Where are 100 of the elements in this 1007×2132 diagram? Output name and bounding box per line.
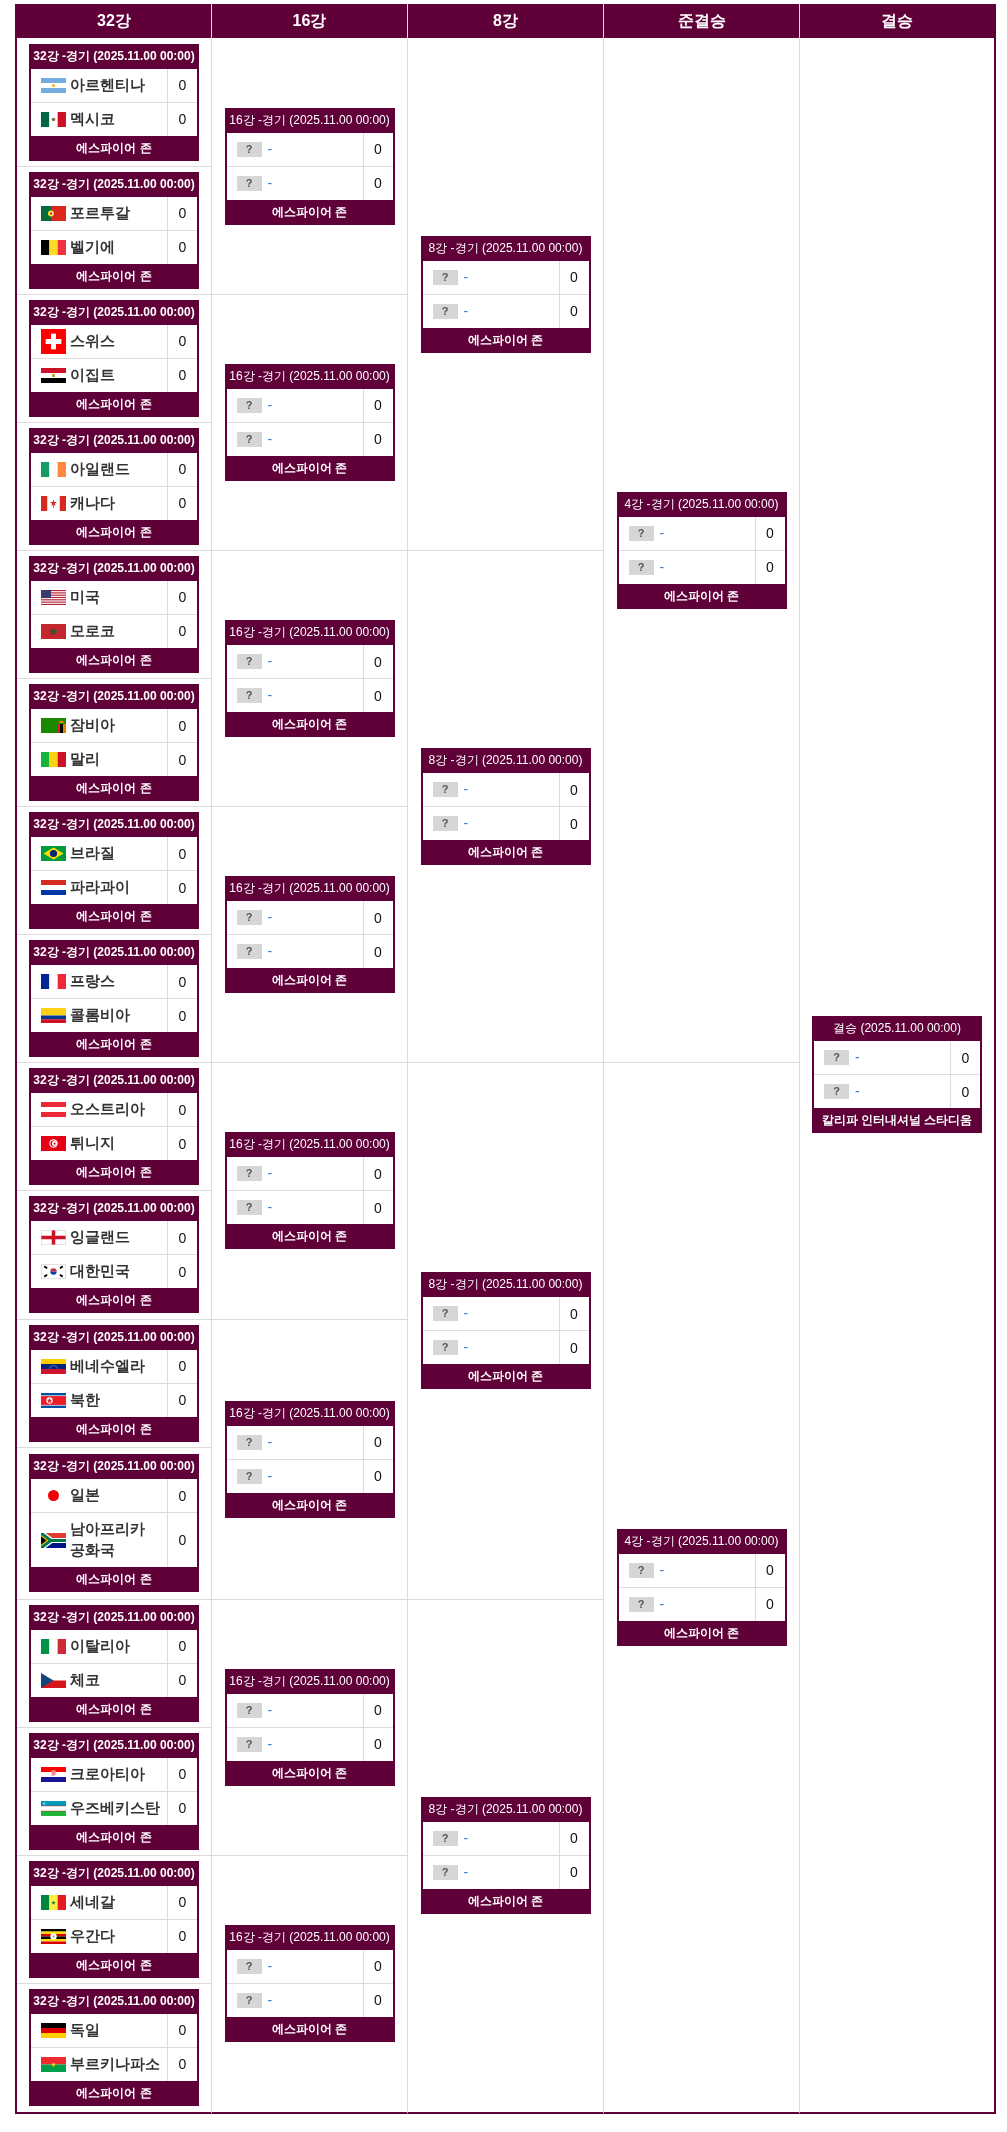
team-name: 모로코 bbox=[70, 621, 115, 641]
venue-name: 에스파이어 존 bbox=[663, 588, 740, 604]
placeholder-flag: ? bbox=[432, 303, 458, 319]
placeholder-flag: ? bbox=[628, 1596, 654, 1612]
match-header: 8강 -경기 (2025.11.00 00:00) bbox=[428, 239, 583, 257]
team-name: - bbox=[659, 523, 665, 543]
team-name: 이집트 bbox=[70, 365, 115, 385]
venue-name: 에스파이어 존 bbox=[76, 652, 152, 668]
team-name: 우즈베키스탄 bbox=[70, 1798, 160, 1818]
round-header: 16강 bbox=[212, 4, 407, 38]
placeholder-flag: ? bbox=[236, 944, 262, 960]
team-name: - bbox=[267, 1990, 273, 2010]
score-cell: 0 bbox=[167, 486, 197, 520]
team-name: 말리 bbox=[70, 750, 100, 770]
score-cell: 0 bbox=[167, 1791, 197, 1825]
team-name: - bbox=[659, 1560, 665, 1580]
match-header: 32강 -경기 (2025.11.00 00:00) bbox=[33, 1864, 195, 1882]
placeholder-flag: ? bbox=[432, 1830, 458, 1846]
match-card bbox=[29, 1324, 199, 1442]
match-header: 16강 -경기 (2025.11.00 00:00) bbox=[229, 111, 390, 129]
score-cell: 0 bbox=[167, 743, 197, 777]
round-column bbox=[407, 4, 603, 2114]
placeholder-flag: ? bbox=[236, 1434, 262, 1450]
match-header: 32강 -경기 (2025.11.00 00:00) bbox=[33, 816, 195, 834]
match-card bbox=[812, 1016, 982, 1134]
placeholder-flag: ? bbox=[432, 816, 458, 832]
score-cell: 0 bbox=[167, 2013, 197, 2047]
placeholder-flag: ? bbox=[236, 654, 262, 669]
team-name: 베네수엘라 bbox=[70, 1356, 145, 1376]
match-header: 32강 -경기 (2025.11.00 00:00) bbox=[33, 47, 195, 65]
venue-name: 에스파이어 존 bbox=[271, 1765, 348, 1781]
match-card bbox=[29, 1604, 199, 1722]
match-header: 4강 -경기 (2025.11.00 00:00) bbox=[624, 495, 779, 513]
venue-name: 에스파이어 존 bbox=[76, 1421, 152, 1437]
score-cell: 0 bbox=[754, 550, 785, 584]
score-cell: 0 bbox=[167, 2047, 197, 2081]
team-name: 독일 bbox=[70, 2020, 100, 2040]
match-header: 32강 -경기 (2025.11.00 00:00) bbox=[33, 1200, 195, 1218]
venue-name: 에스파이어 존 bbox=[467, 845, 544, 861]
team-name: - bbox=[267, 1956, 273, 1976]
score-cell: 0 bbox=[362, 1425, 393, 1459]
venue-name: 에스파이어 존 bbox=[76, 781, 152, 797]
team-name: 오스트리아 bbox=[70, 1100, 145, 1120]
team-name: 미국 bbox=[70, 587, 100, 607]
match-header: 결승 (2025.11.00 00:00) bbox=[833, 1020, 961, 1038]
venue-name: 에스파이어 존 bbox=[271, 1229, 348, 1245]
team-name: - bbox=[855, 1082, 860, 1102]
team-name: - bbox=[463, 1828, 469, 1848]
venue-name: 에스파이어 존 bbox=[76, 1957, 152, 1973]
team-name: 캐나다 bbox=[70, 493, 115, 513]
team-name: 잉글랜드 bbox=[70, 1228, 130, 1248]
round-header: 준결승 bbox=[604, 4, 799, 38]
match-card bbox=[616, 1528, 787, 1646]
score-cell: 0 bbox=[167, 999, 197, 1033]
match-card bbox=[29, 1196, 199, 1314]
match-card bbox=[29, 299, 199, 417]
venue-name: 에스파이어 존 bbox=[271, 460, 348, 476]
match-card bbox=[224, 620, 395, 737]
team-name: 아르헨티나 bbox=[70, 75, 145, 95]
placeholder-flag: ? bbox=[432, 1306, 458, 1322]
score-cell: 0 bbox=[558, 807, 589, 841]
score-cell: 0 bbox=[558, 294, 589, 328]
round-column bbox=[211, 4, 407, 2114]
team-name: - bbox=[855, 1048, 860, 1068]
score-cell: 0 bbox=[167, 230, 197, 264]
team-name: - bbox=[659, 557, 665, 577]
team-name: - bbox=[267, 908, 273, 928]
round-header: 32강 bbox=[17, 4, 211, 38]
match-header: 32강 -경기 (2025.11.00 00:00) bbox=[33, 944, 195, 962]
match-card bbox=[224, 107, 395, 225]
match-header: 16강 -경기 (2025.11.00 00:00) bbox=[229, 1672, 390, 1690]
match-header: 32강 -경기 (2025.11.00 00:00) bbox=[33, 431, 195, 449]
score-cell: 0 bbox=[167, 196, 197, 230]
score-cell: 0 bbox=[167, 1255, 197, 1289]
score-cell: 0 bbox=[167, 1885, 197, 1919]
score-cell: 0 bbox=[167, 580, 197, 614]
match-header: 32강 -경기 (2025.11.00 00:00) bbox=[33, 1072, 195, 1090]
placeholder-flag: ? bbox=[236, 1736, 262, 1752]
match-header: 8강 -경기 (2025.11.00 00:00) bbox=[428, 1276, 583, 1294]
match-header: 16강 -경기 (2025.11.00 00:00) bbox=[229, 1136, 390, 1154]
team-name: 아일랜드 bbox=[70, 459, 130, 479]
score-cell: 0 bbox=[754, 1587, 785, 1621]
score-cell: 0 bbox=[167, 614, 197, 648]
team-name: - bbox=[267, 686, 273, 705]
team-name: - bbox=[267, 395, 273, 415]
venue-name: 에스파이어 존 bbox=[271, 1497, 348, 1513]
team-name: 잠비아 bbox=[70, 716, 115, 736]
team-name: - bbox=[659, 1594, 665, 1614]
match-header: 32강 -경기 (2025.11.00 00:00) bbox=[33, 175, 195, 193]
placeholder-flag: ? bbox=[236, 397, 262, 413]
team-name: - bbox=[267, 429, 273, 449]
team-name: 일본 bbox=[70, 1486, 100, 1506]
score-cell: 0 bbox=[362, 422, 393, 456]
match-card bbox=[29, 1732, 199, 1850]
score-cell: 0 bbox=[950, 1075, 980, 1109]
score-cell: 0 bbox=[167, 1383, 197, 1417]
match-card bbox=[29, 427, 199, 545]
match-card bbox=[29, 812, 199, 930]
team-name: 세네갈 bbox=[70, 1892, 115, 1912]
score-cell: 0 bbox=[167, 324, 197, 358]
